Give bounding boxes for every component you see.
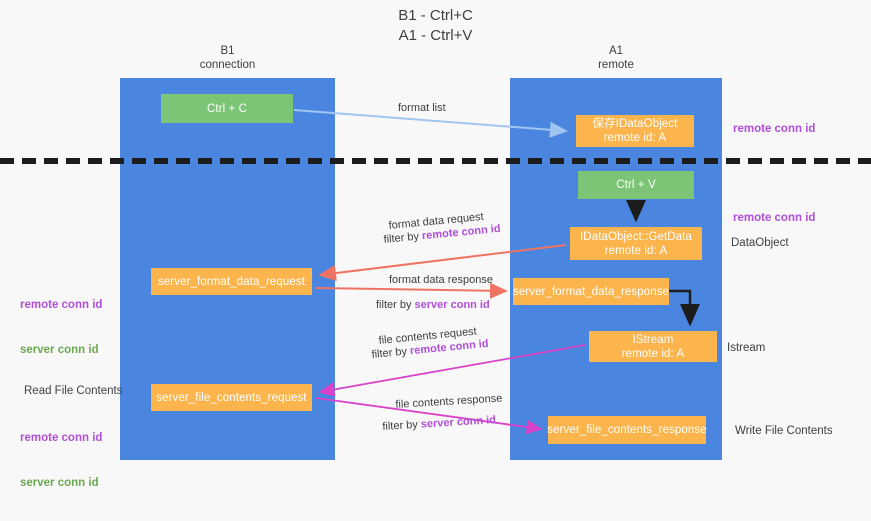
annotation-left-remote-conn-id-2: remote conn id: [20, 432, 103, 444]
annotation-remote-conn-id-mid: remote conn id: [733, 212, 816, 224]
phase-divider: [0, 158, 871, 164]
node-idataobject-getdata[interactable]: IDataObject::GetData remote id: A: [570, 227, 702, 260]
node-server-format-data-request[interactable]: server_format_data_request: [151, 268, 312, 295]
node-ctrl-v[interactable]: Ctrl + V: [578, 171, 694, 199]
annotation-left-server-conn-id-2: server conn id: [20, 477, 99, 489]
annotation-remote-conn-id-top: remote conn id: [733, 123, 816, 135]
annotation-data-object: DataObject: [731, 237, 789, 249]
edge-label-file-contents-response: file contents response: [395, 392, 503, 411]
annotation-left-server-conn-id: server conn id: [20, 344, 99, 356]
column-header-a1: A1 remote: [598, 45, 634, 71]
annotation-left-conn-ids: remote conn id server conn id: [20, 268, 102, 388]
filter-key-server-conn-id: server conn id: [420, 414, 497, 431]
filter-prefix: filter by: [371, 345, 411, 361]
edge-label-format-data-response: format data response: [389, 274, 493, 286]
filter-key-server-conn-id: server conn id: [414, 299, 490, 311]
diagram-title: B1 - Ctrl+C A1 - Ctrl+V: [398, 7, 473, 44]
node-server-file-contents-response[interactable]: server_file_contents_response: [547, 416, 707, 444]
column-header-b1: B1 connection: [199, 45, 256, 71]
annotation-left-conn-ids-2: remote conn id server conn id: [20, 401, 102, 521]
node-ctrl-c[interactable]: Ctrl + C: [161, 94, 293, 123]
node-server-format-data-response[interactable]: server_format_data_response: [513, 278, 669, 305]
edge-label-format-data-response-filter: filter by server conn id: [376, 298, 490, 312]
filter-prefix: filter by: [383, 230, 423, 246]
arrow-format-data-response: [314, 282, 508, 299]
filter-prefix: filter by: [376, 299, 415, 311]
filter-prefix: filter by: [382, 418, 422, 433]
edge-label-file-contents-response-filter: filter by server conn id: [382, 413, 496, 434]
node-data-object[interactable]: 保存IDataObject remote id: A: [576, 115, 694, 147]
annotation-istream: Istream: [727, 342, 766, 354]
annotation-read-file-contents: Read File Contents: [24, 385, 123, 397]
node-server-file-contents-request[interactable]: server_file_contents_request: [151, 384, 312, 411]
annotation-left-remote-conn-id: remote conn id: [20, 299, 103, 311]
edge-label-format-list: format list: [398, 102, 446, 114]
node-istream[interactable]: IStream remote id: A: [589, 331, 717, 362]
annotation-write-file-contents: Write File Contents: [735, 425, 833, 437]
diagram-canvas: B1 - Ctrl+C A1 - Ctrl+V B1 connection A1…: [0, 7, 871, 489]
